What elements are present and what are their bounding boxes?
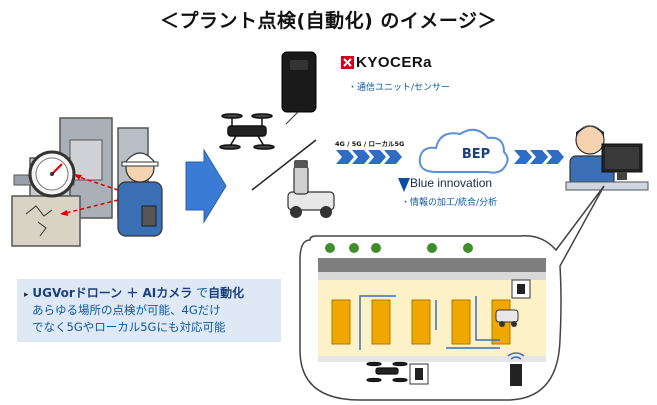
description-box [17, 279, 281, 342]
ugv-robot-icon [287, 160, 335, 218]
bullet-marker: ▸ [24, 290, 29, 300]
plant-floor-bubble [299, 185, 605, 401]
worker-illustration [117, 152, 163, 237]
pressure-gauge-icon [28, 150, 76, 198]
headline-strong: UGVorドローン ＋ AIカメラ [32, 286, 193, 300]
chevron-arrows-right [514, 150, 564, 164]
page-title: ＜プラント点検(自動化) のイメージ＞ [159, 10, 498, 32]
divider-line [251, 139, 317, 191]
drone-icon [219, 113, 275, 150]
cloud-label: BEP [461, 147, 491, 162]
kyocera-caption: ・通信ユニット/センサー [348, 83, 451, 93]
blue-innovation-logo-icon [398, 178, 410, 192]
network-label: 4G / 5G / ローカル5G [335, 140, 405, 148]
blue-innovation-name: Blue innovation [410, 176, 493, 190]
cloud-icon [418, 128, 509, 174]
large-arrow-icon [185, 148, 227, 224]
chevron-arrows-left [336, 150, 402, 164]
description-line-2: あらゆる場所の点検が可能、4Gだけ [32, 303, 221, 317]
kyocera-logo: KYOCERa [356, 54, 432, 71]
operator-pc-illustration [565, 125, 649, 191]
inspection-arrows [61, 175, 119, 215]
communication-unit-icon [281, 51, 317, 113]
blue-innovation-caption: ・情報の加工/統合/分析 [401, 198, 498, 208]
headline-connector: で [192, 286, 209, 300]
description-headline: ▸ UGVorドローン ＋ AIカメラ で自動化 [24, 284, 244, 301]
description-line-3: でなく5Gやローカル5Gにも対応可能 [32, 320, 226, 334]
kyocera-logo-text: KYOCERa [356, 54, 433, 71]
kyocera-logo-icon [341, 56, 354, 69]
headline-emphasis: 自動化 [208, 286, 245, 300]
